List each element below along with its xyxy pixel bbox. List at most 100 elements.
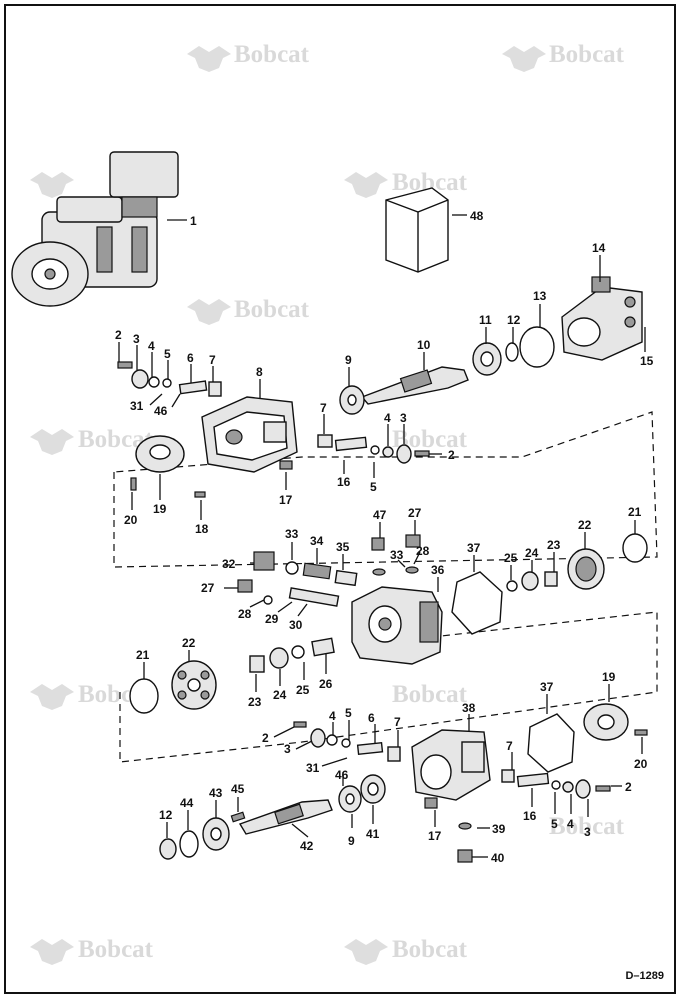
part-pump-housing-rear xyxy=(411,729,491,801)
callout-28b: 28 xyxy=(238,607,252,621)
callout-36: 36 xyxy=(431,563,445,577)
callout-43: 43 xyxy=(209,786,223,800)
callout-1: 1 xyxy=(190,214,197,228)
callout-33b: 33 xyxy=(285,527,299,541)
callout-27b: 27 xyxy=(201,581,215,595)
callout-2b: 2 xyxy=(448,448,455,462)
callout-9: 9 xyxy=(345,353,352,367)
callout-19b: 19 xyxy=(602,670,616,684)
part-valve-block xyxy=(561,276,643,361)
part-pump-assembly xyxy=(11,151,179,307)
callout-6: 6 xyxy=(187,351,194,365)
part-washer-right xyxy=(622,533,648,563)
part-small-hardware-right xyxy=(506,571,558,592)
bobcat-logo-icon xyxy=(30,429,74,455)
callout-5: 5 xyxy=(164,347,171,361)
exploded-parts-diagram: Bobcat Bobcat Bobcat Bobcat Bobcat Bobca… xyxy=(11,41,658,965)
bobcat-logo-icon xyxy=(30,172,74,198)
callout-19: 19 xyxy=(153,502,167,516)
part-drive-shaft-upper xyxy=(360,366,469,405)
callout-21: 21 xyxy=(628,505,642,519)
callout-7b: 7 xyxy=(320,401,327,415)
callout-6b: 6 xyxy=(368,711,375,725)
callout-2c: 2 xyxy=(262,731,269,745)
watermark-4: Bobcat xyxy=(344,169,468,198)
watermark-text: Bobcat xyxy=(234,41,310,68)
callout-4d: 4 xyxy=(567,817,574,831)
part-washer-upper xyxy=(339,385,365,415)
callout-3c: 3 xyxy=(284,742,291,756)
watermarks: Bobcat Bobcat Bobcat Bobcat Bobcat Bobca… xyxy=(30,41,625,965)
watermark-6: Bobcat xyxy=(30,426,154,455)
callout-31b: 31 xyxy=(306,761,320,775)
callout-24b: 24 xyxy=(273,688,287,702)
callout-34: 34 xyxy=(310,534,324,548)
watermark-text: Bobcat xyxy=(234,296,310,323)
watermark-text: Bobcat xyxy=(392,681,468,708)
watermark-text: Bobcat xyxy=(78,936,154,963)
watermark-2: Bobcat xyxy=(502,41,625,72)
callout-11: 11 xyxy=(479,313,492,327)
watermark-text: Bobcat xyxy=(392,936,468,963)
watermark-10: Bobcat xyxy=(549,813,625,840)
callout-39: 39 xyxy=(492,822,506,836)
callout-3b: 3 xyxy=(400,411,407,425)
callout-24: 24 xyxy=(525,546,539,560)
callout-5d: 5 xyxy=(551,817,558,831)
part-drive-shaft-lower xyxy=(230,799,333,835)
callout-25: 25 xyxy=(504,551,518,565)
callout-10: 10 xyxy=(417,338,431,352)
bobcat-logo-icon xyxy=(187,299,231,325)
part-pump-housing-front xyxy=(201,396,298,473)
callout-35: 35 xyxy=(336,540,350,554)
bobcat-logo-icon xyxy=(502,46,546,72)
callout-8: 8 xyxy=(256,365,263,379)
callout-5c: 5 xyxy=(345,706,352,720)
callout-33: 33 xyxy=(390,548,404,562)
part-gasket-upper xyxy=(451,571,503,635)
callout-5b: 5 xyxy=(370,480,377,494)
watermark-3 xyxy=(30,172,74,198)
drawing-number: D–1289 xyxy=(625,970,664,982)
callout-45: 45 xyxy=(231,782,245,796)
part-gasket-lower xyxy=(527,713,575,773)
callout-30: 30 xyxy=(289,618,303,632)
part-gear-upper xyxy=(567,548,605,590)
callout-12b: 12 xyxy=(159,808,173,822)
callout-13: 13 xyxy=(533,289,547,303)
watermark-5: Bobcat xyxy=(187,296,310,325)
callout-12: 12 xyxy=(507,313,521,327)
callout-46b: 46 xyxy=(335,768,349,782)
callout-17b: 17 xyxy=(428,829,442,843)
callout-14: 14 xyxy=(592,241,606,255)
callout-21b: 21 xyxy=(136,648,150,662)
callout-7: 7 xyxy=(209,353,216,367)
callout-29: 29 xyxy=(265,612,279,626)
part-end-cover-lower xyxy=(583,703,629,741)
part-center-housing xyxy=(351,586,443,665)
callout-16b: 16 xyxy=(523,809,537,823)
leader-lines xyxy=(118,214,646,858)
callout-31: 31 xyxy=(130,399,144,413)
watermark-text: Bobcat xyxy=(549,41,625,68)
callout-44: 44 xyxy=(180,796,194,810)
bobcat-logo-icon xyxy=(30,684,74,710)
bobcat-logo-icon xyxy=(30,939,74,965)
callout-46: 46 xyxy=(154,404,168,418)
callout-22b: 22 xyxy=(182,636,196,650)
callout-25b: 25 xyxy=(296,683,310,697)
part-small-hardware-lower xyxy=(293,721,648,863)
callout-28: 28 xyxy=(416,544,430,558)
part-gear-lower xyxy=(129,660,217,714)
diagram-frame: Bobcat Bobcat Bobcat Bobcat Bobcat Bobca… xyxy=(4,4,676,994)
watermark-12: Bobcat xyxy=(344,936,468,965)
callout-numbers: 1 48 14 15 13 12 11 10 9 8 2 3 4 5 6 7 3… xyxy=(115,209,654,865)
callout-23b: 23 xyxy=(248,695,262,709)
watermark-11: Bobcat xyxy=(30,936,154,965)
callout-48: 48 xyxy=(470,209,484,223)
callout-40: 40 xyxy=(491,851,505,865)
callout-17: 17 xyxy=(279,493,293,507)
callout-7c: 7 xyxy=(394,715,401,729)
callout-20b: 20 xyxy=(634,757,648,771)
callout-37: 37 xyxy=(467,541,481,555)
